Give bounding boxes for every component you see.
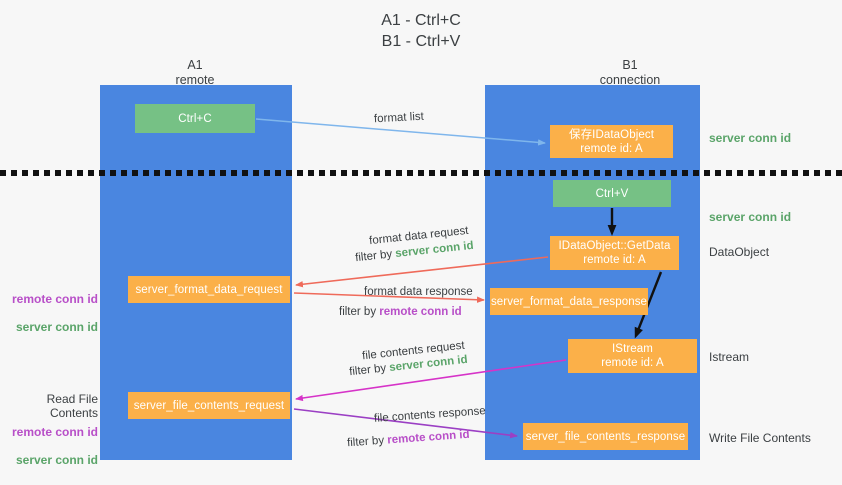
filter-prefix: filter by: [339, 306, 380, 318]
box-server-file-contents-request[interactable]: server_file_contents_request: [128, 392, 290, 419]
box-istream[interactable]: IStream remote id: A: [568, 339, 697, 373]
dashed-divider: [0, 170, 842, 176]
box-server-file-contents-response[interactable]: server_file_contents_response: [523, 423, 688, 450]
annotation-remote-conn-id-2: remote conn id: [11, 425, 98, 439]
box-server-format-data-request[interactable]: server_format_data_request: [128, 276, 290, 303]
box-ctrl-v[interactable]: Ctrl+V: [553, 180, 671, 207]
filter-value: remote conn id: [386, 428, 470, 447]
annotation-write-file-contents: Write File Contents: [709, 431, 811, 445]
annotation-remote-conn-id-1: remote conn id: [11, 292, 98, 306]
edge-label-format-list: format list: [373, 110, 425, 126]
annotation-server-conn-id-2: server conn id: [15, 453, 98, 467]
annotation-server-conn-id-1: server conn id: [15, 320, 98, 334]
edge-label-format-data-response-filter: filter by remote conn id: [339, 305, 462, 320]
annotation-left-conn-ids-2: remote conn id server conn id: [10, 411, 98, 481]
column-header-b1: B1 connection: [599, 58, 661, 87]
annotation-istream: Istream: [709, 350, 750, 364]
box-ctrl-c[interactable]: Ctrl+C: [135, 104, 255, 133]
annotation-data-object: DataObject: [709, 245, 770, 259]
box-data-object[interactable]: 保存IDataObject remote id: A: [550, 125, 673, 158]
filter-value: remote conn id: [379, 306, 462, 318]
column-header-a1: A1 remote: [175, 58, 215, 87]
edge-label-file-contents-response: file contents response: [373, 405, 487, 425]
annotation-left-conn-ids-1: remote conn id server conn id: [10, 278, 98, 348]
diagram-title: A1 - Ctrl+C B1 - Ctrl+V: [381, 12, 461, 50]
annotation-server-conn-id-top: server conn id: [709, 131, 792, 145]
filter-prefix: filter by: [354, 248, 396, 265]
box-server-format-data-response[interactable]: server_format_data_response: [490, 288, 648, 315]
annotation-server-conn-id-mid: server conn id: [709, 210, 792, 224]
box-idataobject-getdata[interactable]: IDataObject::GetData remote id: A: [550, 236, 679, 270]
annotation-read-file-contents: Read File Contents: [46, 392, 98, 420]
edge-label-file-contents-response-filter: filter by remote conn id: [347, 428, 470, 452]
filter-prefix: filter by: [346, 434, 388, 450]
filter-prefix: filter by: [348, 362, 390, 379]
edge-label-format-data-response: format data response: [364, 286, 473, 298]
